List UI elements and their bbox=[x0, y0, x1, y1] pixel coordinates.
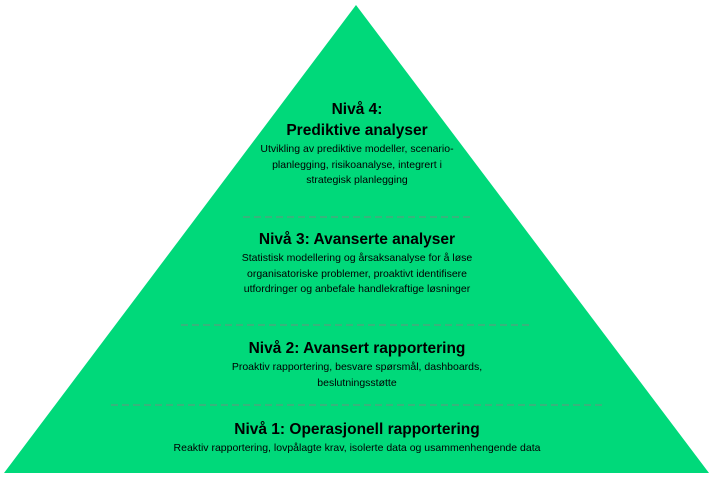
level-1-description: Reaktiv rapportering, lovpålagte krav, i… bbox=[173, 442, 541, 454]
level-4-title-line1: Nivå 4: bbox=[331, 101, 383, 118]
level-2-description: Proaktiv rapportering, besvare spørsmål,… bbox=[231, 361, 483, 389]
level-2-title: Nivå 2: Avansert rapportering bbox=[248, 340, 466, 357]
level-4-block: Nivå 4: Prediktive analyser Utvikling av… bbox=[0, 99, 714, 189]
level-1-title: Nivå 1: Operasjonell rapportering bbox=[234, 421, 480, 438]
level-4-title-line2: Prediktive analyser bbox=[286, 122, 428, 139]
pyramid-triangle bbox=[4, 5, 709, 473]
level-3-block: Nivå 3: Avanserte analyser Statistisk mo… bbox=[0, 229, 714, 298]
level-3-title: Nivå 3: Avanserte analyser bbox=[258, 231, 456, 248]
level-4-description: Utvikling av prediktive modeller, scenar… bbox=[260, 143, 454, 186]
level-1-block: Nivå 1: Operasjonell rapportering Reakti… bbox=[0, 419, 714, 457]
level-2-block: Nivå 2: Avansert rapportering Proaktiv r… bbox=[0, 338, 714, 391]
level-3-description: Statistisk modellering og årsaksanalyse … bbox=[241, 252, 473, 295]
